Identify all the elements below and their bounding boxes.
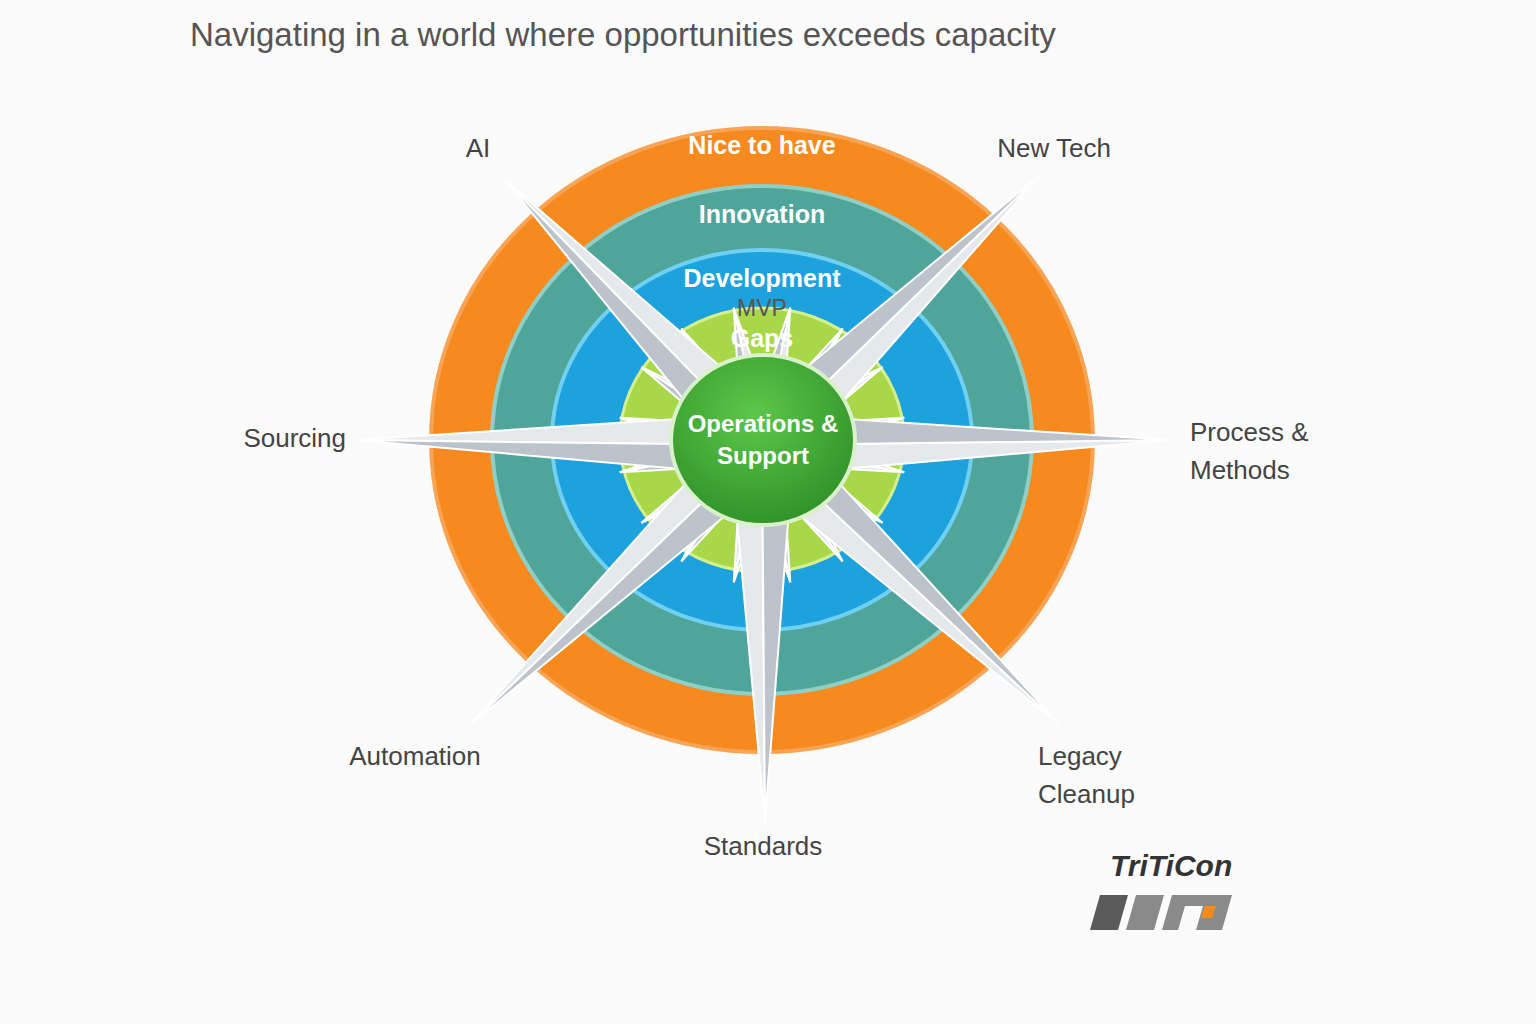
logo-mark: [1090, 895, 1232, 930]
core-circle-shape: [668, 352, 858, 528]
ring-label: Innovation: [492, 200, 1032, 229]
ring-label: Gaps: [620, 324, 904, 353]
ring-band: DevelopmentMVPGapsOperations & Support: [552, 250, 972, 630]
core-label: Operations & Support: [680, 408, 846, 473]
direction-label: Standards: [704, 828, 823, 866]
direction-label: Sourcing: [243, 420, 346, 458]
logo-text: TriTiCon: [1110, 848, 1232, 884]
diagram-title: Navigating in a world where opportunitie…: [190, 16, 1056, 54]
ring-band: Nice to haveInnovationDevelopmentMVPGaps…: [431, 128, 1093, 752]
ring-band: MVPGapsOperations & Support: [620, 308, 904, 572]
ring-band: InnovationDevelopmentMVPGapsOperations &…: [492, 186, 1032, 694]
ring-sublabel: MVP: [620, 295, 904, 322]
direction-label: Automation: [349, 738, 481, 776]
compass-star: [355, 175, 1170, 822]
ring-label: Nice to have: [431, 131, 1093, 160]
direction-label: Process & Methods: [1190, 414, 1340, 489]
ring-label: Development: [552, 264, 972, 293]
core-circle: Operations & Support: [668, 352, 858, 528]
direction-label: New Tech: [997, 130, 1111, 168]
direction-label: AI: [466, 130, 491, 168]
direction-label: Legacy Cleanup: [1038, 738, 1168, 813]
